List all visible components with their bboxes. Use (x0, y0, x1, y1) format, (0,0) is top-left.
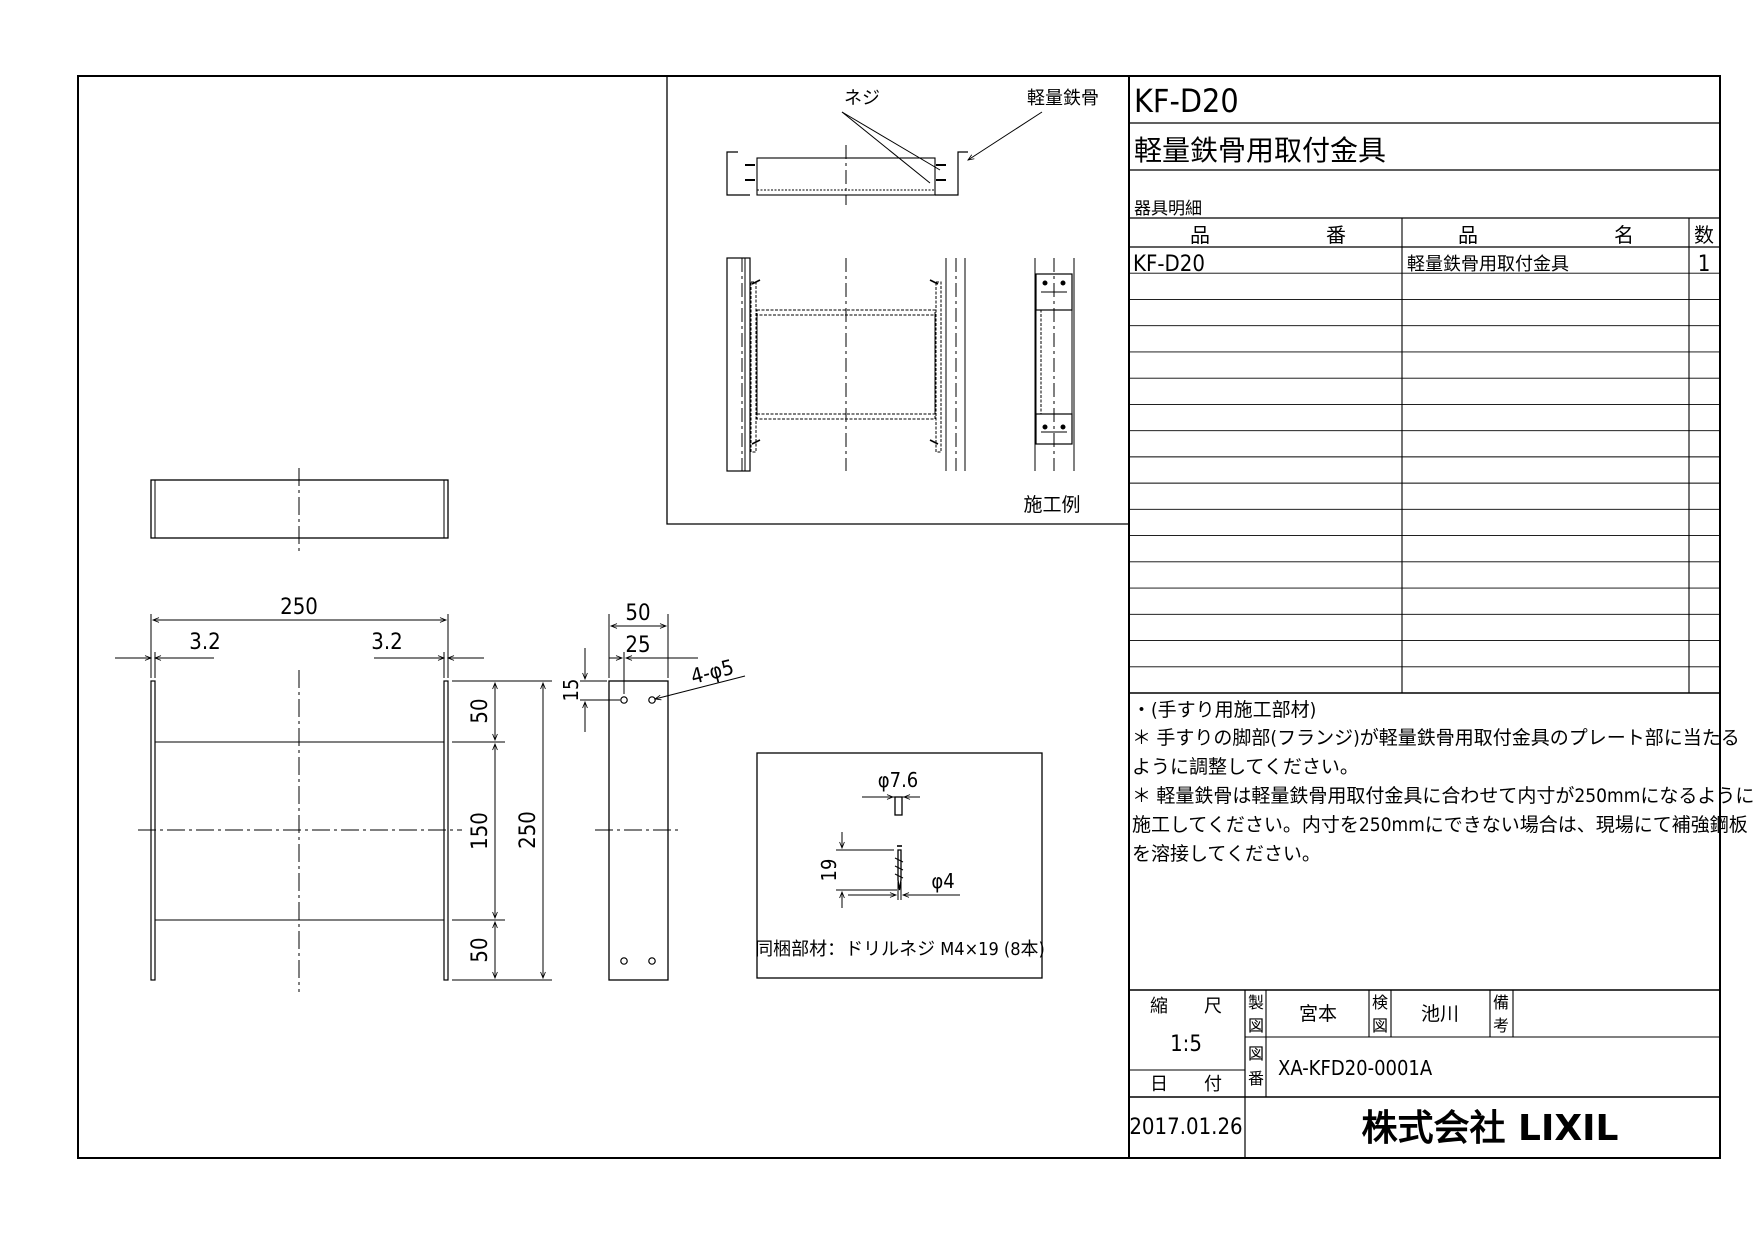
note-line: ・(手すり用施工部材) (1132, 699, 1316, 721)
notes: ・(手すり用施工部材) ＊ 手すりの脚部(フランジ)が軽量鉄骨用取付金具のプレー… (1132, 699, 1754, 865)
header-qty: 数 (1694, 223, 1714, 247)
dim-hole-pitch: 25 (625, 633, 650, 658)
check-label-2: 図 (1372, 1016, 1388, 1035)
remarks-label-1: 備 (1493, 993, 1509, 1012)
sheet-border (77, 75, 1721, 1159)
section-label: 器具明細 (1134, 199, 1202, 219)
note-line: ＊ 軽量鉄骨は軽量鉄骨用取付金具に合わせて内寸が250mmになるように (1132, 785, 1754, 807)
drawing-no-label-1: 図 (1248, 1044, 1264, 1063)
dim-left-offset: 3.2 (189, 630, 220, 655)
scale-value: 1:5 (1170, 1032, 1202, 1057)
check-label-1: 検 (1372, 993, 1388, 1012)
company-logo: 株式会社 LIXIL (1362, 1108, 1619, 1149)
dim-lower-50: 50 (468, 937, 493, 962)
header-part-no-1: 品 (1190, 223, 1210, 247)
install-side-view (1034, 258, 1075, 471)
install-example-frame (666, 76, 1129, 525)
drafter: 宮本 (1299, 1003, 1337, 1025)
drawing-number: XA-KFD20-0001A (1278, 1056, 1433, 1080)
screw-caption: 同梱部材：ドリルネジ M4×19 (8本) (755, 939, 1045, 960)
made-label-2: 図 (1248, 1016, 1264, 1035)
scale-label: 縮 尺 (1150, 996, 1222, 1017)
table-row: KF-D20 軽量鉄骨用取付金具 1 (1133, 252, 1710, 277)
dim-mid-150: 150 (468, 812, 493, 850)
checker: 池川 (1421, 1003, 1459, 1025)
note-line: 施工してください。内寸を250mmにできない場合は、現場にて補強鋼板 (1132, 814, 1748, 836)
dim-right-offset: 3.2 (371, 630, 402, 655)
row-qty: 1 (1698, 252, 1711, 277)
front-view (138, 670, 462, 992)
made-label-1: 製 (1248, 993, 1264, 1012)
side-view-plate (595, 680, 680, 981)
side-view-dimensions (580, 614, 746, 732)
note-line: ように調整してください。 (1132, 756, 1359, 778)
note-line: を溶接してください。 (1132, 843, 1321, 865)
dim-overall-height: 250 (516, 811, 541, 849)
screw-detail-drawing (836, 794, 960, 908)
row-part-name: 軽量鉄骨用取付金具 (1407, 254, 1569, 275)
label-light-steel: 軽量鉄骨 (1027, 88, 1099, 109)
dim-upper-50: 50 (468, 698, 493, 723)
title-block (1128, 76, 1720, 1158)
mounting-hole (648, 696, 656, 704)
date-label: 日 付 (1150, 1074, 1222, 1095)
mounting-hole (620, 696, 628, 704)
date-value: 2017.01.26 (1129, 1115, 1242, 1140)
header-part-name-1: 品 (1458, 223, 1478, 247)
signature-block (1129, 989, 1720, 1158)
screw-head-dia: φ7.6 (878, 768, 918, 792)
note-line: ＊ 手すりの脚部(フランジ)が軽量鉄骨用取付金具のプレート部に当たる (1132, 727, 1740, 749)
top-view (150, 468, 449, 552)
install-front-view (726, 257, 966, 472)
product-name: 軽量鉄骨用取付金具 (1134, 134, 1386, 167)
dim-overall-width: 250 (280, 595, 318, 620)
parts-table-grid (1129, 272, 1720, 668)
remarks-label-2: 考 (1493, 1016, 1509, 1035)
mounting-hole (620, 957, 628, 965)
install-caption: 施工例 (1023, 494, 1080, 516)
label-screw: ネジ (844, 88, 880, 109)
dim-edge-15: 15 (559, 679, 583, 702)
screw-shank-dia: φ4 (931, 869, 954, 893)
model-number: KF-D20 (1134, 82, 1239, 120)
dim-hole-spec: 4-φ5 (688, 655, 736, 689)
header-part-no-2: 番 (1326, 223, 1346, 247)
screw-length: 19 (817, 859, 841, 882)
screw-detail-box (756, 752, 1043, 979)
mounting-hole (648, 957, 656, 965)
dim-plate-width: 50 (625, 601, 650, 626)
header-part-name-2: 名 (1614, 223, 1634, 247)
front-view-dimensions (115, 614, 552, 981)
row-part-no: KF-D20 (1133, 252, 1205, 277)
install-top-section (726, 111, 1043, 205)
drawing-no-label-2: 番 (1248, 1069, 1264, 1088)
